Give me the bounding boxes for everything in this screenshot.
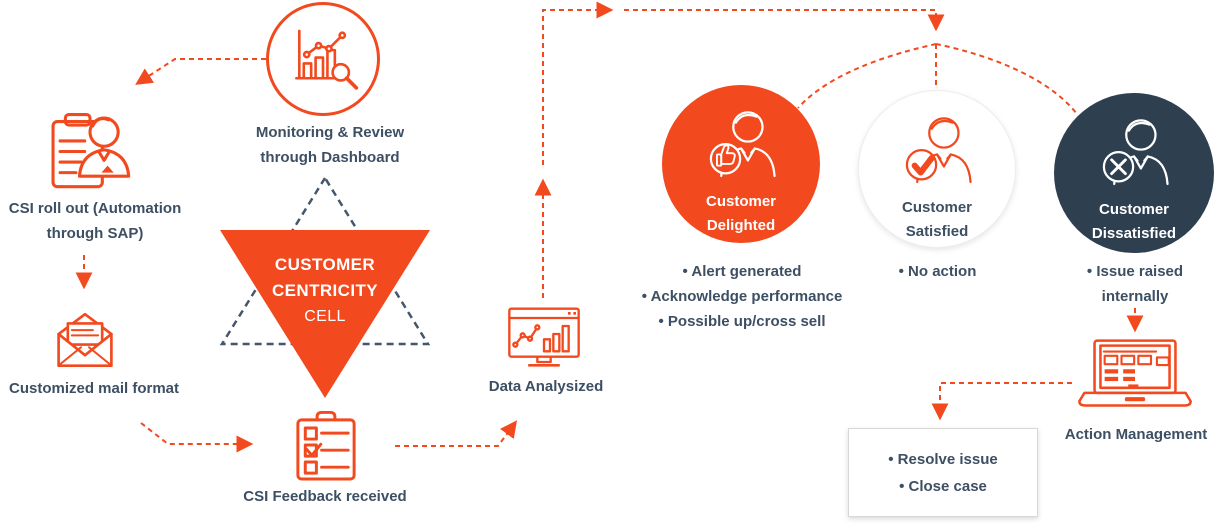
branch-to-delighted bbox=[797, 43, 937, 109]
action-management-label: Action Management bbox=[1064, 426, 1208, 443]
connector-top-left bbox=[542, 1, 614, 165]
bullet-possible-up-cross-sell: Possible up/cross sell bbox=[633, 309, 851, 334]
checklist-icon bbox=[289, 408, 363, 482]
customer-centricity-triangle bbox=[220, 230, 430, 398]
feedback-label: CSI Feedback received bbox=[243, 488, 407, 505]
data-analyzed-label: Data Analysized bbox=[488, 378, 604, 395]
bullet-resolve-issue: Resolve issue bbox=[849, 446, 1037, 473]
satisfied-label-line1: Customer bbox=[901, 199, 972, 216]
chart-search-icon bbox=[266, 2, 380, 116]
dissatisfied-label-line2: Dissatisfied bbox=[1091, 225, 1177, 242]
outcome-circle-dissatisfied: Customer Dissatisfied bbox=[1054, 93, 1214, 253]
monitor-chart-icon bbox=[504, 303, 584, 373]
open-envelope-icon bbox=[50, 305, 120, 371]
triangle-title-line3: CELL bbox=[304, 308, 346, 325]
bullet-alert-generated: Alert generated bbox=[633, 259, 851, 284]
connector-laptop-to-resolve bbox=[931, 382, 1072, 421]
resolution-box: Resolve issue Close case bbox=[848, 428, 1038, 517]
delighted-bullets: Alert generated Acknowledge performance … bbox=[633, 259, 851, 334]
connector-dashboard-to-rollout bbox=[135, 58, 266, 85]
branch-to-dissatisfied bbox=[935, 43, 1078, 115]
triangle-title-line1: CUSTOMER bbox=[274, 255, 376, 274]
laptop-dashboard-icon bbox=[1076, 337, 1194, 415]
triangle-title: CUSTOMER CENTRICITY CELL bbox=[245, 252, 405, 329]
delighted-label-line1: Customer bbox=[705, 193, 776, 210]
csi-rollout-label-line1: CSI roll out (Automation bbox=[8, 200, 182, 217]
outcome-circle-delighted: Customer Delighted bbox=[662, 85, 820, 243]
mail-label: Customized mail format bbox=[8, 380, 180, 397]
person-thumbs-up-icon bbox=[709, 111, 776, 178]
csi-rollout-label: CSI roll out (Automation through SAP) bbox=[0, 196, 190, 246]
monitoring-label: Monitoring & Review through Dashboard bbox=[240, 120, 420, 170]
satisfied-label: Customer Satisfied bbox=[902, 196, 972, 244]
connector-feedback-to-data bbox=[395, 420, 518, 447]
person-x-icon bbox=[1102, 119, 1169, 186]
satisfied-bullets: No action bbox=[860, 259, 1015, 284]
delighted-label: Customer Delighted bbox=[706, 190, 776, 238]
connector-mail-to-feedback bbox=[140, 422, 254, 453]
triangle-title-line2: CENTRICITY bbox=[272, 281, 378, 300]
dissatisfied-label: Customer Dissatisfied bbox=[1092, 198, 1176, 246]
satisfied-label-line2: Satisfied bbox=[905, 223, 969, 240]
dissatisfied-bullets: Issue raised internally bbox=[1073, 259, 1197, 309]
bullet-close-case: Close case bbox=[849, 473, 1037, 500]
bullet-issue-raised-internally: Issue raised internally bbox=[1073, 259, 1197, 309]
connector-top-right-down bbox=[624, 9, 945, 32]
monitoring-label-line1: Monitoring & Review bbox=[255, 124, 405, 141]
dissatisfied-label-line1: Customer bbox=[1098, 201, 1169, 218]
person-clipboard-icon bbox=[46, 104, 134, 192]
delighted-label-line2: Delighted bbox=[706, 217, 776, 234]
bullet-no-action: No action bbox=[860, 259, 1015, 284]
csi-rollout-label-line2: through SAP) bbox=[46, 225, 144, 242]
monitoring-label-line2: through Dashboard bbox=[260, 149, 400, 166]
bullet-acknowledge-performance: Acknowledge performance bbox=[633, 284, 851, 309]
person-check-icon bbox=[905, 117, 972, 184]
outcome-circle-satisfied: Customer Satisfied bbox=[858, 90, 1016, 248]
